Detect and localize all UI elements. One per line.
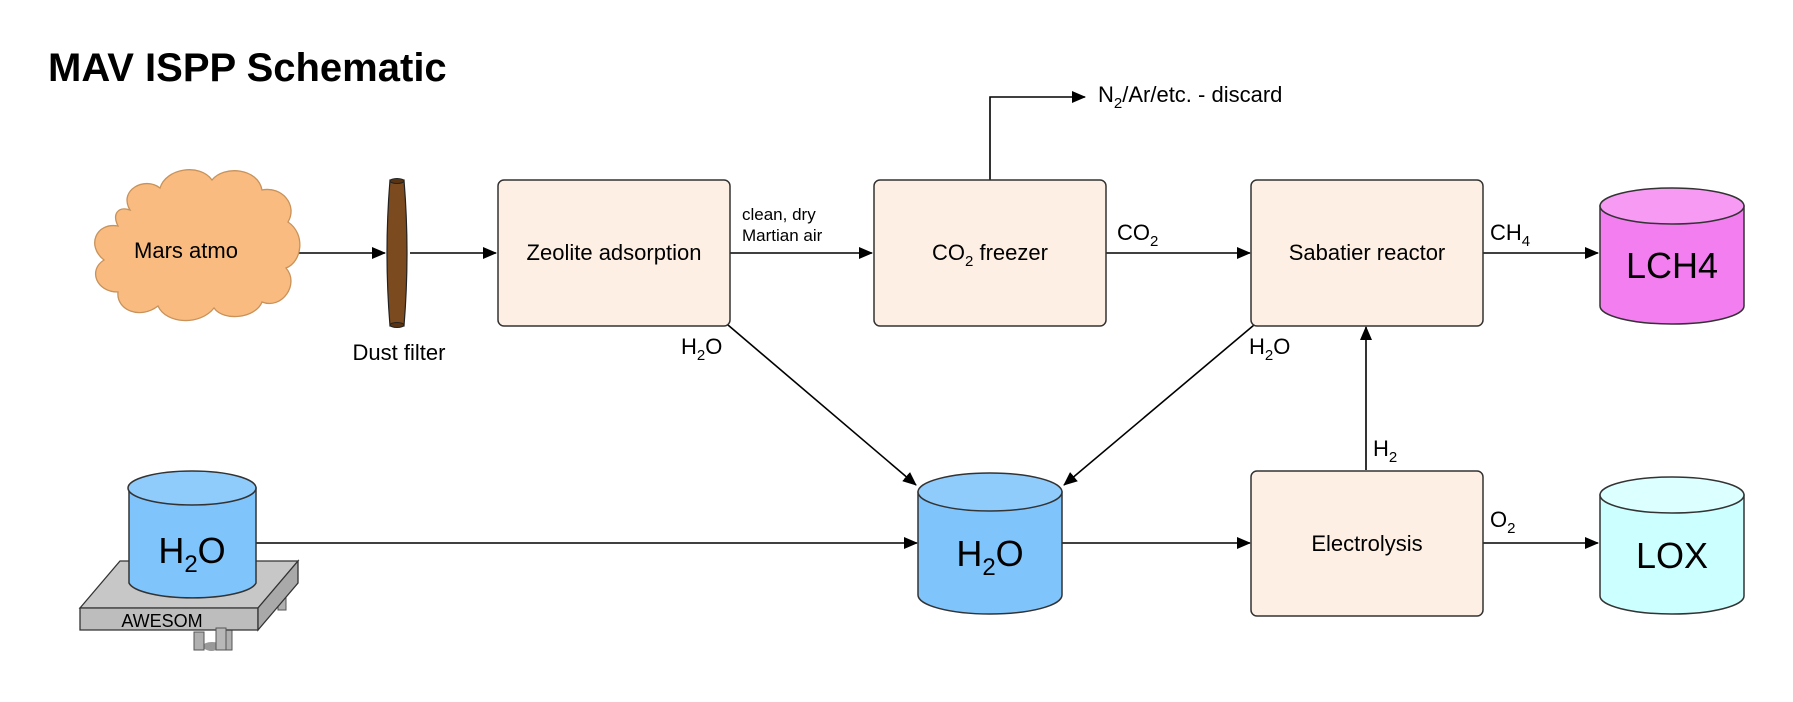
- ch4-edge-label: CH4: [1490, 220, 1530, 250]
- edge-freezer-to-discard: [989, 91, 1086, 180]
- h2o-central-tank: H2O: [917, 472, 1063, 615]
- h2o-zeolite-edge-label: H2O: [681, 334, 722, 364]
- lch4-tank: LCH4: [1599, 187, 1745, 325]
- zeolite-adsorption-box: Zeolite adsorption: [497, 179, 731, 327]
- co2-freezer-label: CO2 freezer: [932, 240, 1048, 270]
- h2o-source-label: H2O: [158, 530, 225, 578]
- electrolysis-box: Electrolysis: [1250, 470, 1484, 617]
- o2-edge-label: O2: [1490, 507, 1515, 537]
- sabatier-reactor-box: Sabatier reactor: [1250, 179, 1484, 327]
- lox-tank: LOX: [1599, 476, 1745, 615]
- mars-atmo-label: Mars atmo: [134, 238, 238, 263]
- edge-zeolite-to-h2o: [727, 324, 917, 486]
- co2-freezer-box: CO2 freezer: [873, 179, 1107, 327]
- clean-dry-label-line1: clean, dry: [742, 205, 816, 224]
- lch4-label: LCH4: [1626, 245, 1718, 286]
- sabatier-label: Sabatier reactor: [1289, 240, 1446, 265]
- edges: [256, 91, 1599, 549]
- cloud-icon: [94, 169, 301, 322]
- lox-label: LOX: [1636, 535, 1708, 576]
- h2-edge-label: H2: [1373, 436, 1397, 466]
- discard-edge-label: N2/Ar/etc. - discard: [1098, 82, 1282, 112]
- clean-dry-label-line2: Martian air: [742, 226, 823, 245]
- dust-filter-label: Dust filter: [353, 340, 446, 365]
- co2-edge-label: CO2: [1117, 220, 1158, 250]
- h2o-sabatier-edge-label: H2O: [1249, 334, 1290, 364]
- awesom-label: AWESOM: [121, 611, 202, 631]
- mars-atmo-cloud: Mars atmo: [94, 169, 301, 322]
- h2o-source-tank: H2O: [127, 470, 257, 599]
- electrolysis-label: Electrolysis: [1311, 531, 1422, 556]
- zeolite-label: Zeolite adsorption: [527, 240, 702, 265]
- dust-filter: Dust filter: [353, 178, 446, 365]
- h2o-tank-label: H2O: [956, 533, 1023, 581]
- page-title: MAV ISPP Schematic: [48, 46, 447, 90]
- edge-sabatier-to-h2o: [1063, 324, 1255, 486]
